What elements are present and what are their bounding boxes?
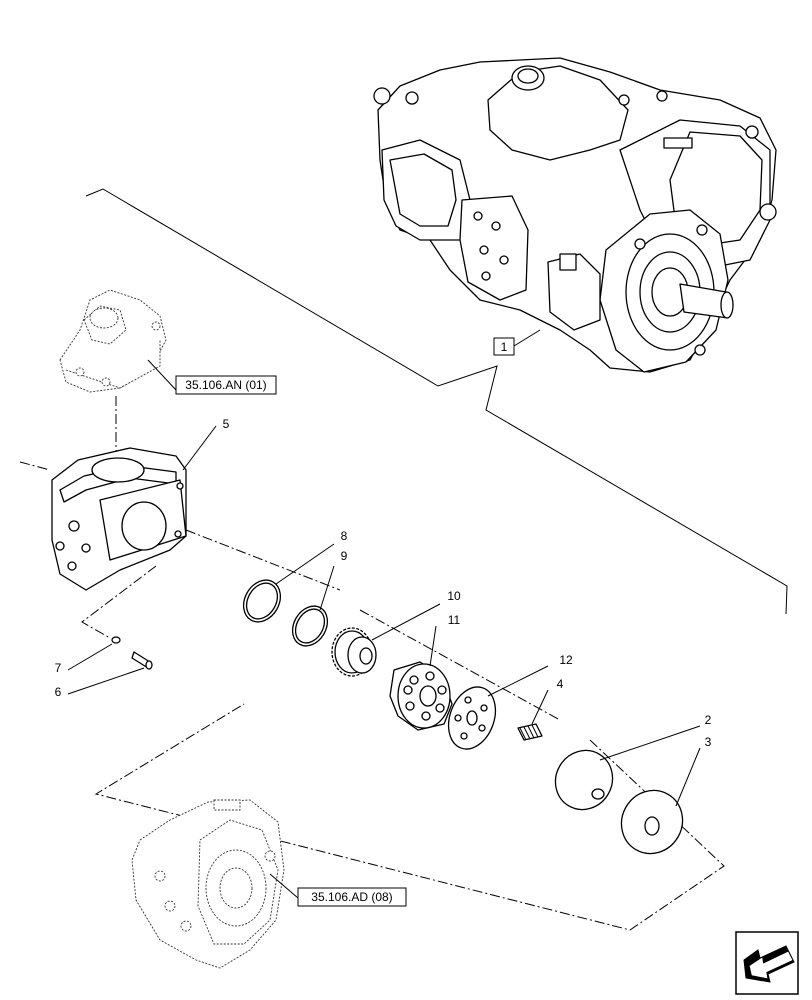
reference-link-ad[interactable]: 35.106.AD (08) xyxy=(311,890,392,904)
part-5-housing[interactable] xyxy=(51,447,187,591)
callout-1[interactable]: 1 xyxy=(501,340,508,354)
callout-11[interactable]: 11 xyxy=(448,613,461,627)
part-4-spring[interactable] xyxy=(517,723,543,741)
callout-6[interactable]: 6 xyxy=(55,685,62,699)
callout-2[interactable]: 2 xyxy=(705,713,712,727)
part-8-o-ring[interactable] xyxy=(236,573,287,628)
callout-7[interactable]: 7 xyxy=(55,661,62,675)
hydraulic-pump-assembly[interactable] xyxy=(373,57,777,373)
part-10-gear[interactable] xyxy=(331,627,377,677)
arrow-bottom-left-icon[interactable] xyxy=(735,931,799,995)
part-2-swash-plate[interactable] xyxy=(545,740,623,820)
callout-box-1 xyxy=(493,337,515,356)
callout-9[interactable]: 9 xyxy=(341,549,348,563)
reference-box-ad xyxy=(297,887,407,907)
ghost-cover-assembly xyxy=(59,289,167,393)
part-11-cylinder-block[interactable] xyxy=(389,661,453,731)
ghost-end-cover-assembly xyxy=(131,799,285,969)
callout-8[interactable]: 8 xyxy=(341,529,348,543)
part-9-o-ring[interactable] xyxy=(286,600,335,652)
part-12-valve-plate[interactable] xyxy=(440,680,503,755)
callout-3[interactable]: 3 xyxy=(705,735,712,749)
reference-link-an[interactable]: 35.106.AN (01) xyxy=(185,378,266,392)
callout-12[interactable]: 12 xyxy=(559,653,573,667)
assembly-boundary-line xyxy=(85,188,788,615)
part-7-retaining-ring[interactable] xyxy=(111,636,121,644)
part-3-thrust-washer[interactable] xyxy=(610,779,694,864)
callout-10[interactable]: 10 xyxy=(447,589,461,603)
callout-5[interactable]: 5 xyxy=(223,417,230,431)
callout-4[interactable]: 4 xyxy=(557,677,564,691)
part-6-dowel-pin[interactable] xyxy=(131,651,153,670)
reference-box-an xyxy=(175,375,277,395)
